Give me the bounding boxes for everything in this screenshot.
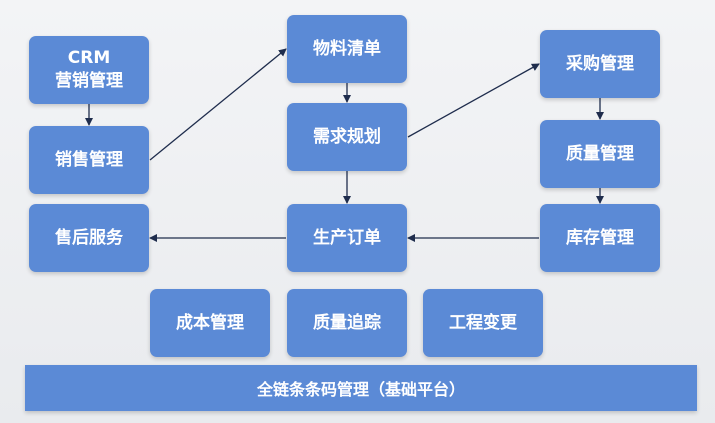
arrow-sales-to-bom: [149, 48, 287, 161]
node-demand-planning: 需求规划: [287, 103, 407, 171]
node-quality-management: 质量管理: [540, 120, 660, 188]
node-crm-marketing: CRM 营销管理: [29, 36, 149, 104]
node-engineering-change: 工程变更: [423, 289, 543, 357]
node-sales-management: 销售管理: [29, 126, 149, 194]
base-platform-bar: 全链条条码管理（基础平台）: [25, 365, 697, 411]
node-quality-tracking: 质量追踪: [287, 289, 407, 357]
node-production-order: 生产订单: [287, 204, 407, 272]
node-after-sales-service: 售后服务: [29, 204, 149, 272]
node-cost-management: 成本管理: [150, 289, 270, 357]
node-procurement-management: 采购管理: [540, 30, 660, 98]
node-inventory-management: 库存管理: [540, 204, 660, 272]
node-bill-of-materials: 物料清单: [287, 15, 407, 83]
arrow-demand-to-procurement: [407, 63, 540, 138]
